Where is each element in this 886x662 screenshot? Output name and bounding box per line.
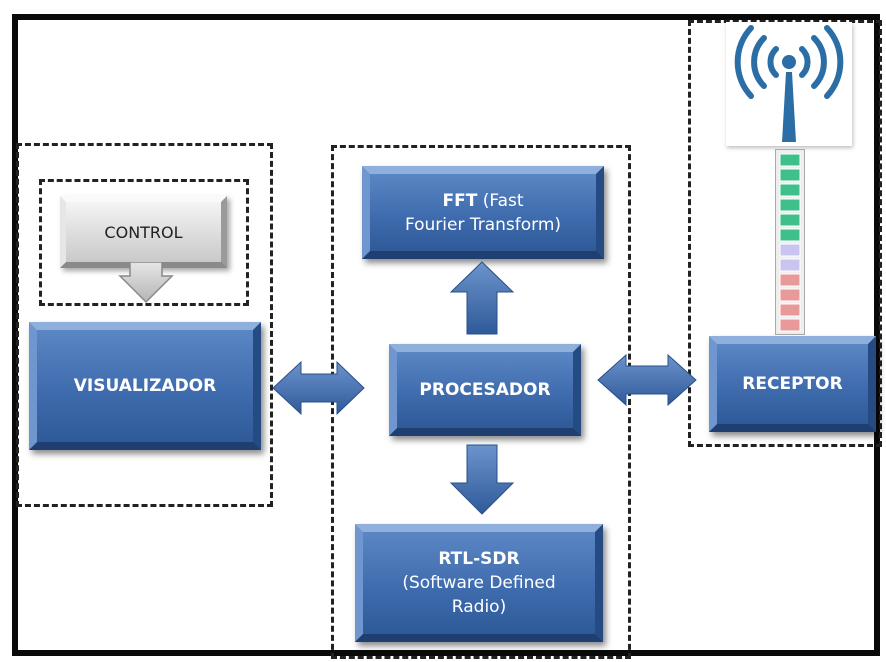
right-group-border (688, 20, 882, 447)
meter-cell (779, 153, 801, 167)
procesador-to-rtlsdr-arrow (449, 444, 515, 515)
control-group-border (39, 179, 249, 306)
meter-cell (779, 273, 801, 287)
fft-line1: FFT (Fast (442, 189, 523, 213)
visualizador-procesador-arrow (272, 360, 365, 416)
procesador-block[interactable]: PROCESADOR (389, 344, 581, 436)
rtlsdr-line3: Radio) (451, 597, 507, 617)
meter-cell (779, 318, 801, 332)
procesador-to-fft-arrow (449, 261, 515, 335)
fft-label-bold: FFT (442, 190, 478, 211)
meter-cell (779, 303, 801, 317)
left-group-border (16, 143, 273, 507)
procesador-receptor-arrow (597, 353, 697, 407)
wireless-antenna-icon (726, 22, 852, 146)
rtlsdr-line1: RTL-SDR (438, 549, 520, 569)
fft-line2: Fourier Transform) (404, 214, 562, 235)
receptor-label: RECEPTOR (742, 374, 843, 394)
meter-cell (779, 198, 801, 212)
meter-cell (779, 228, 801, 242)
fft-label-rest: (Fast (477, 190, 524, 211)
procesador-label: PROCESADOR (419, 380, 551, 400)
visualizador-label: VISUALIZADOR (73, 376, 217, 396)
control-label: CONTROL (104, 222, 183, 242)
meter-cell (779, 243, 801, 257)
control-down-arrow (118, 262, 174, 304)
meter-cell (779, 183, 801, 197)
meter-cell (779, 168, 801, 182)
meter-cell (779, 288, 801, 302)
meter-cell (779, 258, 801, 272)
receptor-block[interactable]: RECEPTOR (709, 336, 876, 432)
signal-level-meter (775, 149, 805, 335)
rtlsdr-block[interactable]: RTL-SDR (Software Defined Radio) (355, 524, 603, 642)
rtlsdr-line2: (Software Defined (402, 573, 556, 593)
meter-cell (779, 213, 801, 227)
visualizador-block[interactable]: VISUALIZADOR (29, 322, 261, 450)
fft-block[interactable]: FFT (Fast Fourier Transform) (362, 166, 604, 259)
